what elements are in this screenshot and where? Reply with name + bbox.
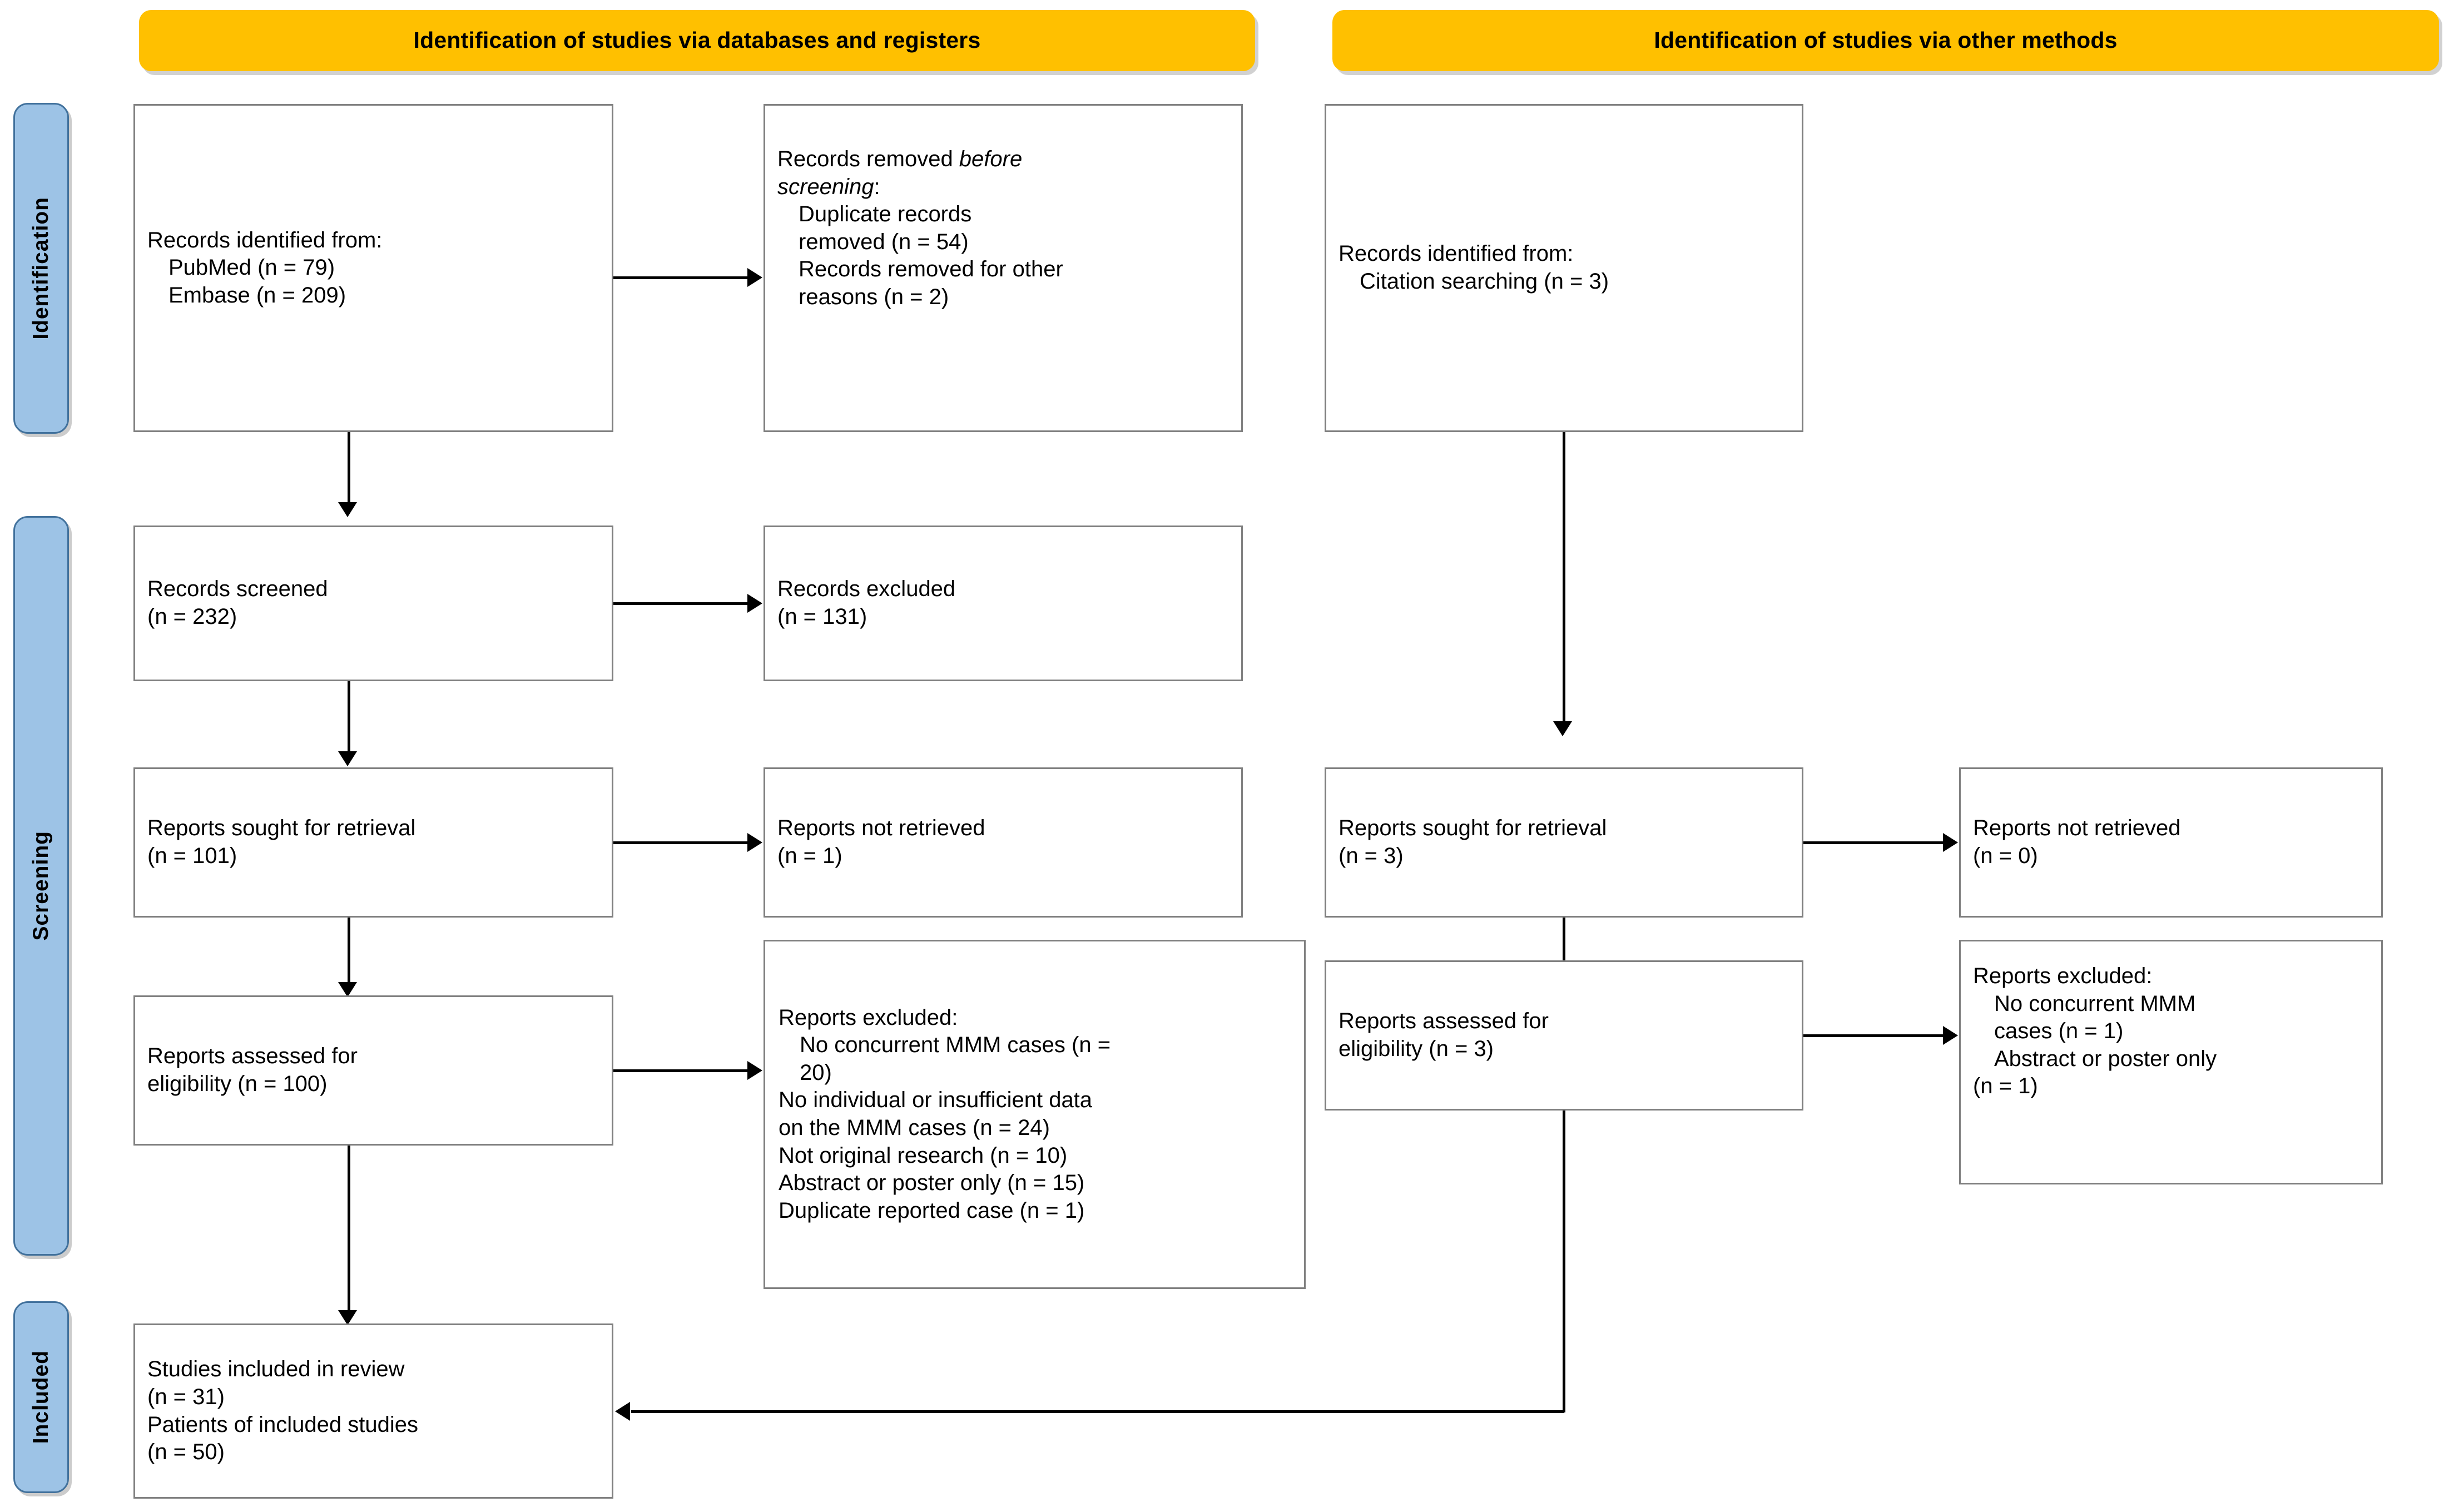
box-line-text: Records removed (777, 147, 959, 171)
box-line: Records screened (147, 577, 328, 602)
box-line: removed (n = 54) (799, 229, 969, 254)
box-records-excluded: Records excluded (n = 131) (764, 526, 1243, 681)
section-header-other-methods: Identification of studies via other meth… (1332, 10, 2439, 71)
box-line: Records excluded (777, 577, 956, 602)
box-records-identified-other-methods: Records identified from: Citation search… (1325, 104, 1803, 432)
connector-sought-to-not-retrieved-db (613, 841, 748, 844)
connector-screened-to-excluded (613, 602, 748, 605)
box-line: Abstract or poster only (n = 15) (779, 1171, 1085, 1196)
arrowhead-identified-down (338, 502, 357, 517)
box-line: cases (n = 1) (1994, 1019, 2124, 1044)
box-reports-not-retrieved-databases: Reports not retrieved (n = 1) (764, 767, 1243, 918)
section-header-other-methods-label: Identification of studies via other meth… (1654, 27, 2118, 53)
box-line: Duplicate records (799, 202, 972, 227)
box-line: (n = 0) (1973, 844, 2038, 868)
box-line: (n = 131) (777, 604, 867, 629)
arrowhead-screened-to-excluded (747, 594, 762, 613)
box-reports-assessed-databases: Reports assessed for eligibility (n = 10… (133, 995, 613, 1146)
box-line: (n = 1) (777, 844, 842, 868)
box-line: Reports excluded: (1973, 964, 2153, 988)
box-reports-excluded-databases: Reports excluded: No concurrent MMM case… (764, 940, 1306, 1289)
box-line: Abstract or poster only (1994, 1046, 2217, 1071)
box-line: Reports assessed for (147, 1044, 358, 1069)
stage-bar-included: Included (13, 1301, 69, 1493)
arrowhead-identified-to-removed (747, 268, 762, 287)
stage-bar-identification: Identification (13, 103, 69, 434)
box-line: eligibility (n = 3) (1339, 1037, 1494, 1061)
arrowhead-assessed-to-excluded-other (1943, 1026, 1958, 1045)
arrowhead-sought-to-not-retrieved-db (747, 833, 762, 852)
box-line: No individual or insufficient data (779, 1088, 1093, 1113)
arrowhead-assessed-down-db (338, 1310, 357, 1325)
box-line-colon: : (874, 174, 880, 199)
box-line: Reports sought for retrieval (147, 816, 416, 841)
connector-screened-down (348, 681, 350, 753)
arrowhead-screened-down (338, 751, 357, 766)
box-line: (n = 1) (1973, 1074, 2038, 1099)
connector-sought-down-db (348, 918, 350, 984)
connector-other-to-included-horizontal (631, 1410, 1564, 1413)
connector-assessed-down-db (348, 1146, 350, 1312)
box-line: (n = 232) (147, 604, 237, 629)
box-line: Duplicate reported case (n = 1) (779, 1198, 1085, 1223)
box-line: Embase (n = 209) (168, 282, 346, 308)
box-reports-not-retrieved-other-methods: Reports not retrieved (n = 0) (1959, 767, 2383, 918)
box-line: (n = 101) (147, 844, 237, 868)
arrowhead-sought-down-db (338, 982, 357, 997)
connector-other-assessed-down-to-included (1563, 1111, 1565, 1412)
box-line: PubMed (n = 79) (168, 255, 335, 280)
stage-bar-identification-label: Identification (29, 197, 53, 340)
arrowhead-assessed-to-excluded-db (747, 1061, 762, 1080)
box-line: reasons (n = 2) (799, 284, 949, 309)
box-reports-excluded-other-methods: Reports excluded: No concurrent MMM case… (1959, 940, 2383, 1184)
box-line: Studies included in review (147, 1357, 405, 1382)
box-line: Records removed for other (799, 257, 1063, 282)
box-line: eligibility (n = 100) (147, 1072, 328, 1096)
connector-assessed-to-excluded-other (1803, 1034, 1944, 1037)
box-records-removed-before-screening: Records removed before screening: Duplic… (764, 104, 1243, 432)
box-line: 20) (800, 1060, 832, 1085)
stage-bar-screening-label: Screening (29, 831, 53, 941)
box-line-screening-label: screening: (777, 173, 1229, 201)
box-line-emphasis: screening (777, 174, 874, 199)
box-reports-sought-databases: Reports sought for retrieval (n = 101) (133, 767, 613, 918)
box-records-identified-databases: Records identified from: PubMed (n = 79)… (133, 104, 613, 432)
box-line: Records identified from: (147, 227, 383, 252)
stage-bar-screening: Screening (13, 516, 69, 1256)
box-studies-included: Studies included in review (n = 31) Pati… (133, 1323, 613, 1499)
box-line: (n = 31) (147, 1384, 225, 1409)
box-line-emphasis: before (959, 147, 1023, 171)
box-reports-assessed-other-methods: Reports assessed for eligibility (n = 3) (1325, 960, 1803, 1111)
connector-sought-down-other (1563, 918, 1565, 984)
box-line: Reports not retrieved (1973, 816, 2181, 841)
box-line-records-removed: Records removed before (777, 146, 1229, 173)
arrowhead-sought-to-not-retrieved-other (1943, 833, 1958, 852)
box-line: Reports assessed for (1339, 1009, 1549, 1034)
connector-other-identified-down (1563, 432, 1565, 723)
connector-identified-to-removed (613, 276, 748, 279)
box-line: (n = 50) (147, 1440, 225, 1465)
section-header-databases: Identification of studies via databases … (139, 10, 1255, 71)
box-line: on the MMM cases (n = 24) (779, 1116, 1050, 1140)
connector-identified-down (348, 432, 350, 504)
box-line: No concurrent MMM (1994, 991, 2196, 1016)
box-line: Not original research (n = 10) (779, 1143, 1068, 1168)
connector-sought-to-not-retrieved-other (1803, 841, 1944, 844)
box-line: No concurrent MMM cases (n = (800, 1033, 1111, 1058)
box-records-screened: Records screened (n = 232) (133, 526, 613, 681)
arrowhead-other-identified-down (1553, 721, 1572, 736)
arrowhead-other-to-included (615, 1402, 630, 1421)
stage-bar-included-label: Included (29, 1350, 53, 1444)
box-line: Reports excluded: (779, 1005, 958, 1030)
box-line: Citation searching (n = 3) (1360, 269, 1609, 294)
box-line: Patients of included studies (147, 1412, 418, 1437)
box-line: Reports sought for retrieval (1339, 816, 1607, 841)
box-line: Reports not retrieved (777, 816, 985, 841)
section-header-databases-label: Identification of studies via databases … (413, 27, 981, 53)
box-line: Records identified from: (1339, 241, 1574, 266)
box-line: (n = 3) (1339, 844, 1404, 868)
connector-assessed-to-excluded-db (613, 1069, 748, 1072)
box-reports-sought-other-methods: Reports sought for retrieval (n = 3) (1325, 767, 1803, 918)
